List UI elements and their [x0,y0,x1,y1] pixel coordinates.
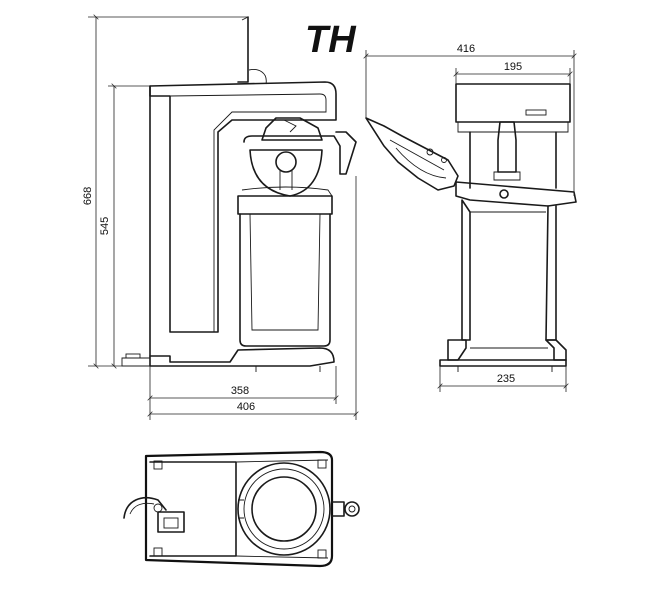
dim-height-total: 668 [82,187,94,205]
top-view [123,450,360,568]
side-view [121,16,357,372]
dim-depth-total: 406 [237,401,255,413]
front-view-dimensions: 416 195 235 [366,43,574,392]
dim-width-open: 416 [457,43,475,55]
dim-height-body: 545 [99,217,111,235]
front-view [365,83,577,372]
dim-depth-base: 358 [231,385,249,397]
model-title: TH [305,19,357,61]
dim-width-top: 195 [504,61,522,73]
dim-width-base: 235 [497,373,515,385]
side-view-dimensions: 668 545 358 406 [82,17,356,420]
